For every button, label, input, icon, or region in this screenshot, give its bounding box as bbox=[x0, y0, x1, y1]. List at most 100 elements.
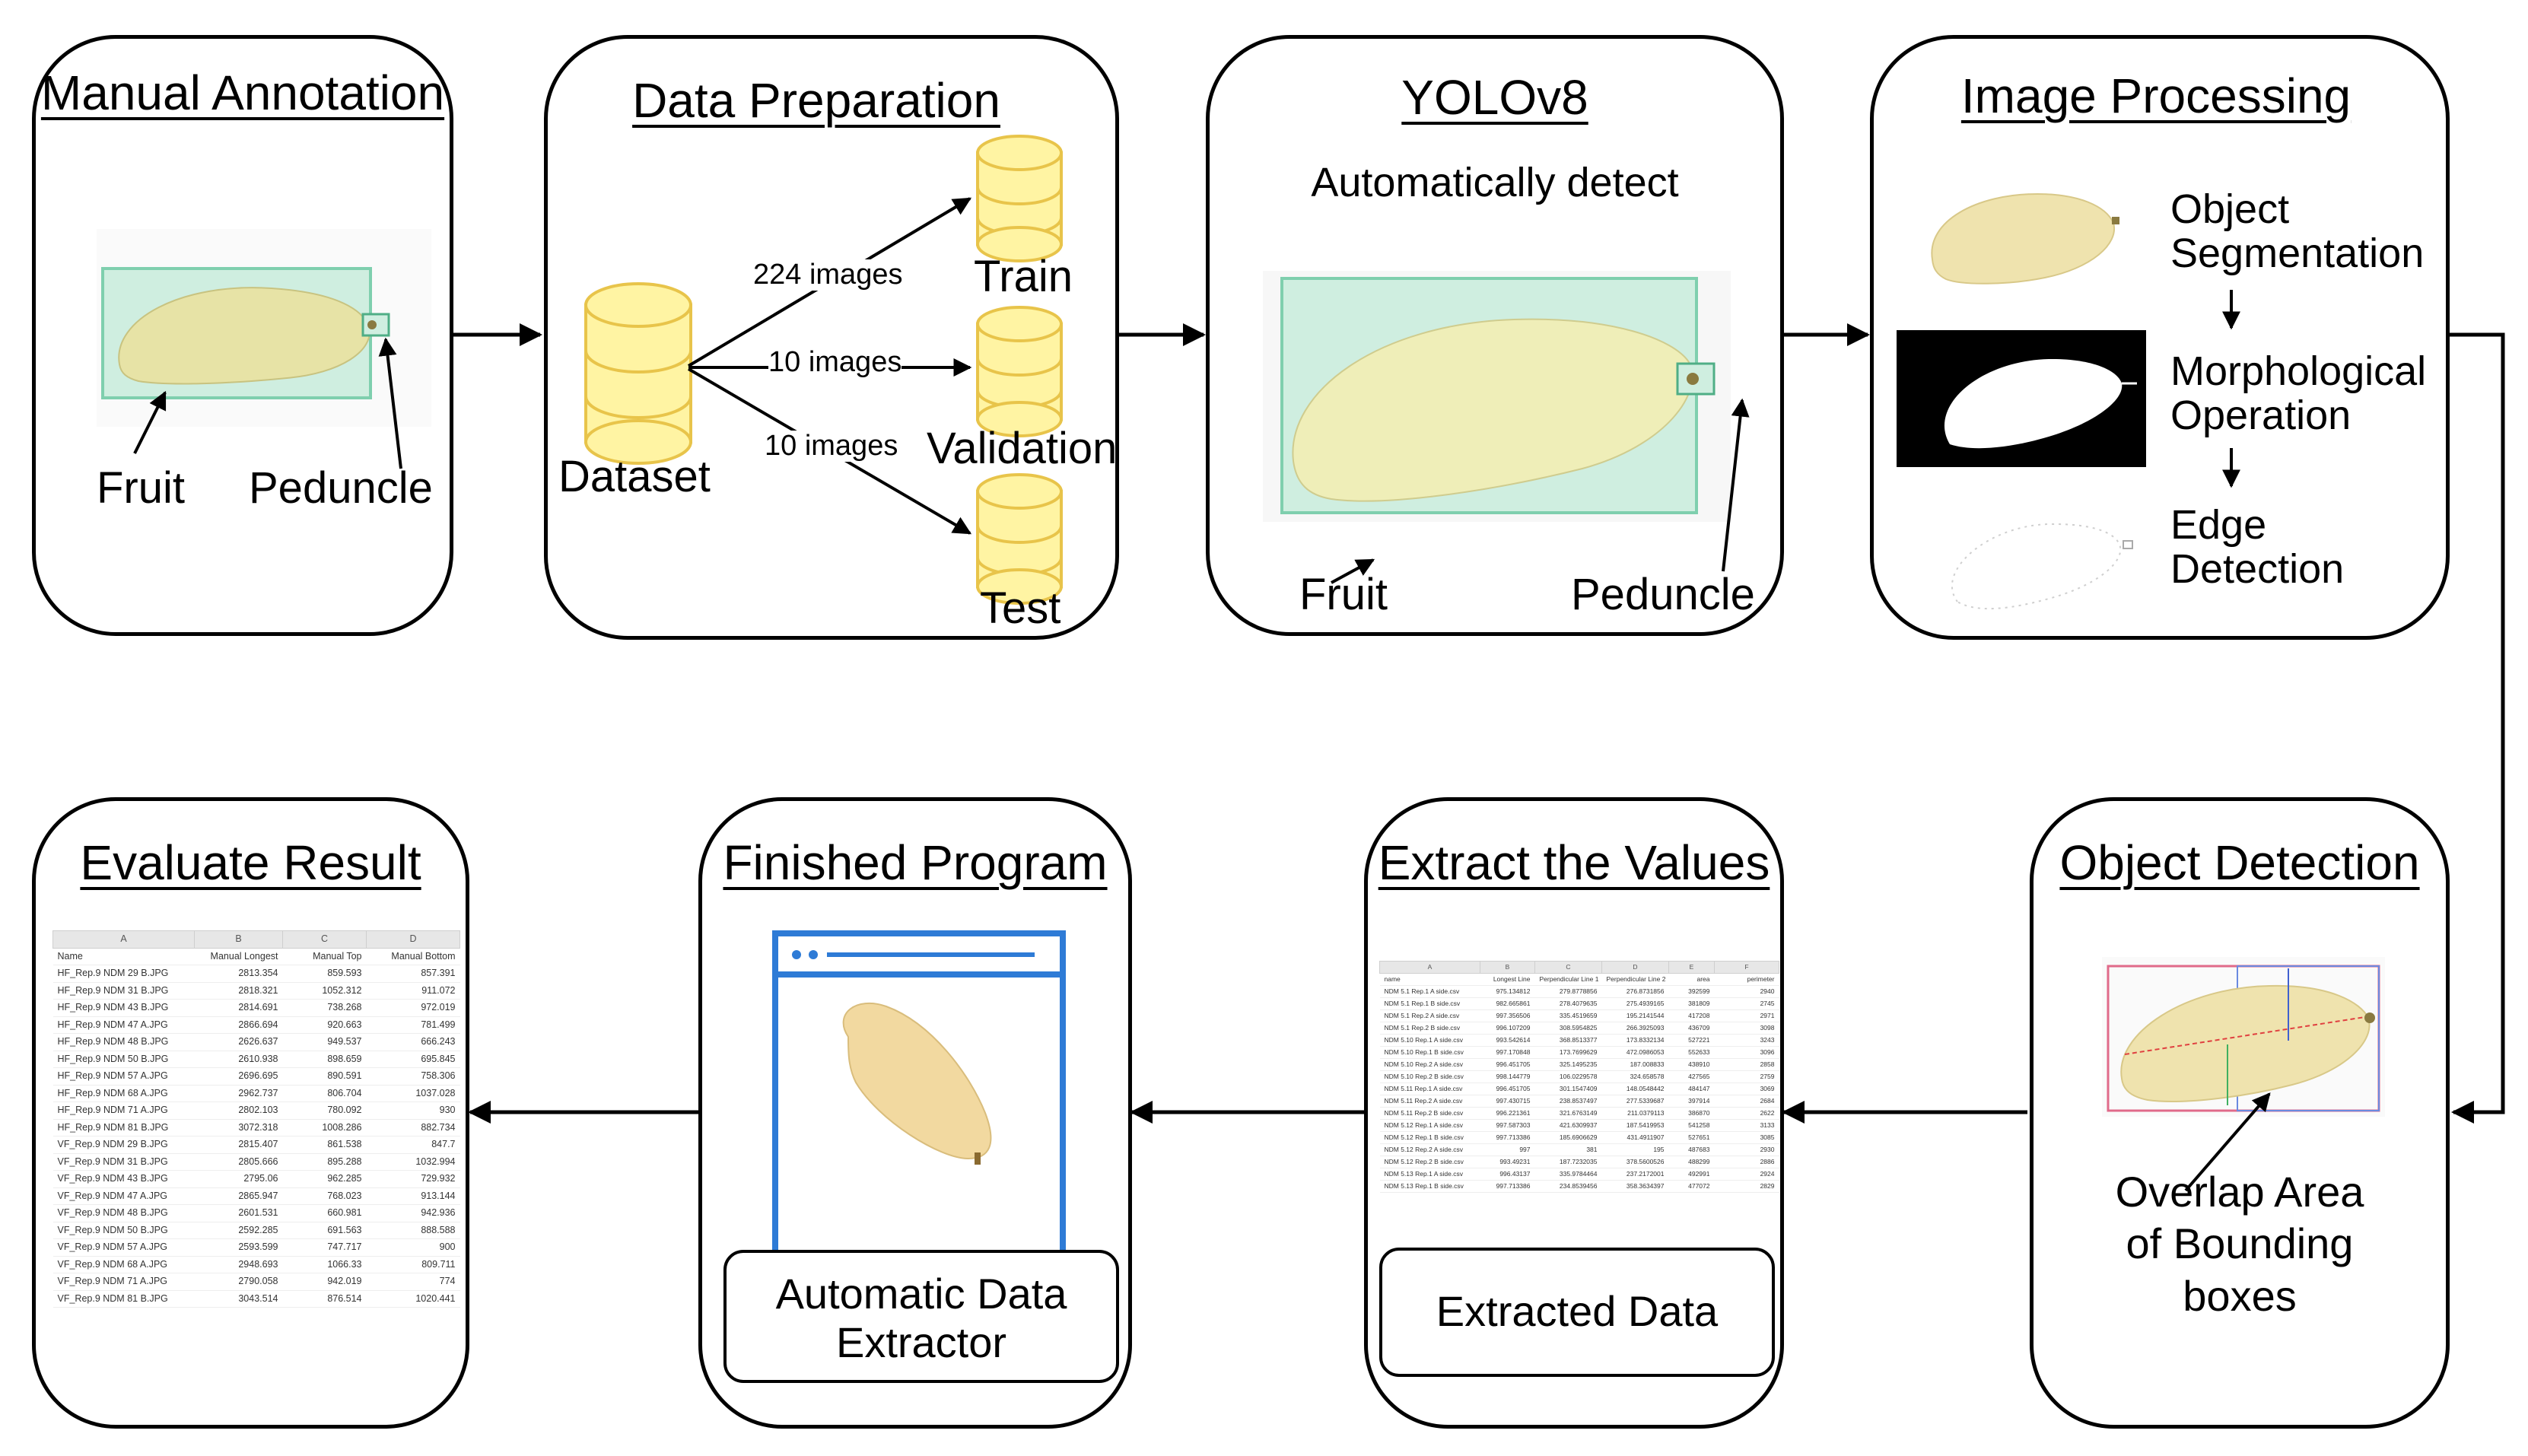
table-cell: VF_Rep.9 NDM 68 A.JPG bbox=[52, 1256, 195, 1273]
table-cell: 2795.06 bbox=[194, 1170, 283, 1188]
table-cell: 321.6763149 bbox=[1534, 1107, 1602, 1120]
table-cell: 997.713386 bbox=[1480, 1131, 1535, 1144]
label-fruit: Fruit bbox=[97, 463, 185, 513]
table-cell: 890.591 bbox=[282, 1067, 367, 1086]
table-cell: 861.538 bbox=[282, 1136, 367, 1154]
table-cell: 2696.695 bbox=[194, 1067, 283, 1086]
table-cell: NDM 5.1 Rep.1 A side.csv bbox=[1379, 985, 1480, 998]
table-cell: 187.7232035 bbox=[1534, 1156, 1602, 1168]
table-cell: 484147 bbox=[1668, 1082, 1715, 1095]
table-cell: 1008.286 bbox=[282, 1119, 367, 1137]
table-cell: 738.268 bbox=[282, 999, 367, 1017]
table-header-cell: Manual Bottom bbox=[366, 948, 460, 965]
table-cell: 768.023 bbox=[282, 1187, 367, 1205]
table-cell: 2815.407 bbox=[194, 1136, 283, 1154]
table-cell: 335.4519659 bbox=[1534, 1009, 1602, 1022]
table-cell: 2813.354 bbox=[194, 965, 283, 983]
table-header-cell: name bbox=[1379, 973, 1480, 986]
table-cell: 942.936 bbox=[366, 1204, 460, 1222]
table-cell: HF_Rep.9 NDM 31 B.JPG bbox=[52, 982, 195, 1000]
table-cell: 2814.691 bbox=[194, 999, 283, 1017]
extracted-data-box: Extracted Data bbox=[1379, 1248, 1775, 1377]
table-cell: NDM 5.1 Rep.2 A side.csv bbox=[1379, 1009, 1480, 1022]
table-cell: 392599 bbox=[1668, 985, 1715, 998]
dataset-split-diagram bbox=[584, 135, 1063, 605]
automatic-data-extractor-box: Automatic Data Extractor bbox=[723, 1250, 1119, 1383]
table-cell: NDM 5.12 Rep.2 A side.csv bbox=[1379, 1143, 1480, 1156]
table-cell: 747.717 bbox=[282, 1238, 367, 1257]
table-cell: 275.4939165 bbox=[1601, 997, 1669, 1010]
table-cell: 1020.441 bbox=[366, 1290, 460, 1308]
label-morphological-operation: Morphological Operation bbox=[2170, 348, 2427, 439]
table-cell: 421.6309937 bbox=[1534, 1119, 1602, 1132]
table-cell: 898.659 bbox=[282, 1051, 367, 1068]
table-cell: VF_Rep.9 NDM 71 A.JPG bbox=[52, 1273, 195, 1291]
table-cell: 997.713386 bbox=[1480, 1180, 1535, 1193]
table-cell: HF_Rep.9 NDM 48 B.JPG bbox=[52, 1033, 195, 1051]
table-cell: 276.8731856 bbox=[1601, 985, 1669, 998]
table-cell: 2818.321 bbox=[194, 982, 283, 1000]
database-icon bbox=[584, 282, 692, 465]
table-cell: 2790.058 bbox=[194, 1273, 283, 1291]
table-cell: 996.451705 bbox=[1480, 1082, 1535, 1095]
table-cell: 3043.514 bbox=[194, 1290, 283, 1308]
panel-object-detection: Object Detection Overlap Area of Boundin… bbox=[2030, 797, 2450, 1429]
arrow-processing-to-detection bbox=[2448, 332, 2505, 1124]
table-cell: 238.8537497 bbox=[1534, 1095, 1602, 1108]
table-cell: 492991 bbox=[1668, 1168, 1715, 1181]
panel-data-preparation: Data Preparation bbox=[544, 35, 1119, 640]
panel-title: Extract the Values bbox=[1378, 835, 1770, 890]
table-cell: VF_Rep.9 NDM 47 A.JPG bbox=[52, 1187, 195, 1205]
table-cell: 552633 bbox=[1668, 1046, 1715, 1059]
table-cell: 2601.531 bbox=[194, 1204, 283, 1222]
table-cell: 993.542614 bbox=[1480, 1034, 1535, 1047]
table-cell: 472.0986053 bbox=[1601, 1046, 1669, 1059]
table-cell: NDM 5.11 Rep.1 A side.csv bbox=[1379, 1082, 1480, 1095]
table-cell: 148.0548442 bbox=[1601, 1082, 1669, 1095]
table-cell: NDM 5.11 Rep.2 B side.csv bbox=[1379, 1107, 1480, 1120]
table-cell: 666.243 bbox=[366, 1033, 460, 1051]
table-cell: 541258 bbox=[1668, 1119, 1715, 1132]
table-cell: 1037.028 bbox=[366, 1085, 460, 1102]
table-cell: 997.587303 bbox=[1480, 1119, 1535, 1132]
table-cell: NDM 5.1 Rep.1 B side.csv bbox=[1379, 997, 1480, 1010]
table-cell: 998.144779 bbox=[1480, 1070, 1535, 1083]
table-cell: 876.514 bbox=[282, 1290, 367, 1308]
label-train-count: 224 images bbox=[753, 259, 903, 291]
panel-title: Finished Program bbox=[723, 835, 1108, 890]
panel-title: Manual Annotation bbox=[40, 65, 445, 120]
panel-title: Image Processing bbox=[1960, 68, 2352, 123]
table-cell: 488299 bbox=[1668, 1156, 1715, 1168]
table-cell: 993.49231 bbox=[1480, 1156, 1535, 1168]
panel-image-processing: Image Processing Object Segmentation Mor… bbox=[1870, 35, 2450, 640]
table-header-cell: Perpendicular Line 1 bbox=[1534, 973, 1602, 986]
table-cell: 325.1495235 bbox=[1534, 1058, 1602, 1071]
column-letter: D bbox=[1601, 961, 1669, 974]
table-cell: VF_Rep.9 NDM 31 B.JPG bbox=[52, 1153, 195, 1171]
label-peduncle: Peduncle bbox=[249, 463, 433, 513]
table-cell: NDM 5.10 Rep.1 A side.csv bbox=[1379, 1034, 1480, 1047]
table-cell: 438910 bbox=[1668, 1058, 1715, 1071]
table-cell: 806.704 bbox=[282, 1085, 367, 1102]
table-cell: NDM 5.10 Rep.1 B side.csv bbox=[1379, 1046, 1480, 1059]
